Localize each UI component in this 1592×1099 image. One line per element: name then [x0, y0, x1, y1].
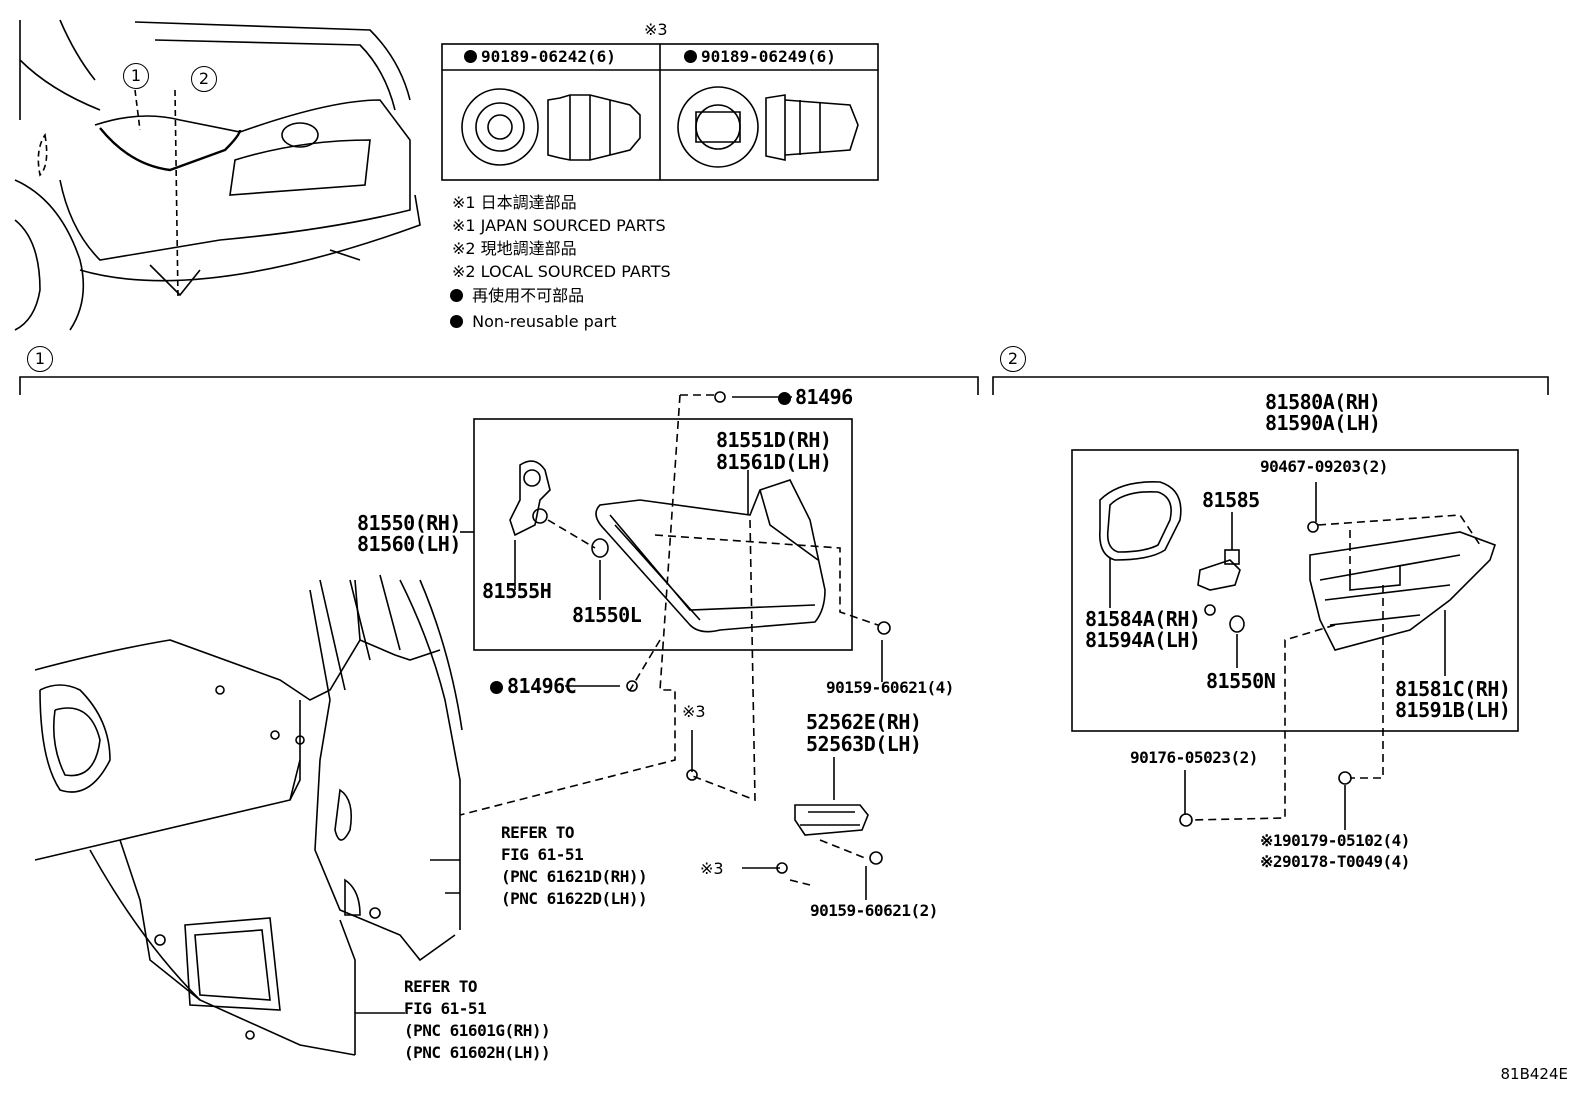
label-90159-60621-2: 90159-60621(2) [810, 901, 938, 920]
label-81550L: 81550L [572, 603, 642, 627]
legend-line-3: ※2 現地調達部品 [452, 239, 577, 258]
label-90178-T0049: ※290178-T0049(4) [1260, 852, 1410, 871]
legend-line-4: ※2 LOCAL SOURCED PARTS [452, 262, 671, 281]
overview-callout-1: 1 [123, 63, 149, 89]
label-81550: 81550(RH) [357, 511, 461, 535]
label-81496: 81496 [778, 387, 853, 408]
fastener-table [441, 43, 879, 181]
label-note3-a: ※3 [682, 702, 706, 721]
refer2-line-2: FIG 61-51 [404, 999, 487, 1018]
tail-lamp-assembly [595, 479, 826, 633]
bracket-52562E [794, 804, 869, 836]
vehicle-rear-overview [14, 19, 421, 331]
refer1-line-4: (PNC 61622D(LH)) [501, 889, 648, 908]
label-81594A: 81594A(LH) [1085, 628, 1201, 652]
refer1-line-1: REFER TO [501, 823, 575, 842]
label-81560: 81560(LH) [357, 532, 461, 556]
legend-line-1: ※1 日本調達部品 [452, 193, 577, 212]
label-81584A: 81584A(RH) [1085, 607, 1201, 631]
refer1-line-3: (PNC 61621D(RH)) [501, 867, 648, 886]
label-90179-05102: ※190179-05102(4) [1260, 831, 1410, 850]
section2-bracket [992, 376, 1549, 395]
label-note3-b: ※3 [700, 859, 724, 878]
label-90467-09203: 90467-09203(2) [1260, 457, 1388, 476]
body-panel [34, 574, 463, 1056]
label-52563D: 52563D(LH) [806, 732, 922, 756]
label-81550N: 81550N [1206, 669, 1276, 693]
label-81496C: 81496C [490, 676, 577, 697]
inner-lamp-81581C [1309, 531, 1497, 676]
label-81591B: 81591B(LH) [1395, 698, 1511, 722]
socket-81555H [509, 460, 551, 590]
refer2-line-3: (PNC 61601G(RH)) [404, 1021, 551, 1040]
overview-callout-2: 2 [191, 66, 217, 92]
legend-line-5: 再使用不可部品 [450, 284, 584, 307]
gasket-81584A [1098, 481, 1182, 608]
label-81581C: 81581C(RH) [1395, 677, 1511, 701]
bulb-81550L [591, 538, 609, 600]
section1-marker: 1 [27, 346, 53, 372]
label-81551D: 81551D(RH) [716, 428, 832, 452]
refer1-line-2: FIG 61-51 [501, 845, 584, 864]
bulb-81550N [1229, 615, 1245, 668]
figure-code: 81B424E [1500, 1065, 1569, 1083]
refer2-line-4: (PNC 61602H(LH)) [404, 1043, 551, 1062]
table-left-part: 90189-06242(6) [464, 47, 616, 66]
table-note-mark: ※3 [644, 20, 668, 39]
label-81555H: 81555H [482, 579, 552, 603]
label-81580A: 81580A(RH) [1265, 390, 1381, 414]
label-81590A: 81590A(LH) [1265, 411, 1381, 435]
label-81561D: 81561D(LH) [716, 450, 832, 474]
section2-marker: 2 [1000, 346, 1026, 372]
inner-lamp-box [1071, 449, 1519, 732]
tail-lamp-box [473, 418, 853, 651]
socket-81585 [1197, 512, 1241, 616]
section1-bracket [19, 376, 979, 395]
label-90176-05023: 90176-05023(2) [1130, 748, 1258, 767]
label-52562E: 52562E(RH) [806, 710, 922, 734]
legend-line-2: ※1 JAPAN SOURCED PARTS [452, 216, 666, 235]
legend-line-6: Non-reusable part [450, 310, 616, 333]
refer2-line-1: REFER TO [404, 977, 478, 996]
label-81585: 81585 [1202, 488, 1260, 512]
label-90159-60621-4: 90159-60621(4) [826, 678, 954, 697]
table-right-part: 90189-06249(6) [684, 47, 836, 66]
